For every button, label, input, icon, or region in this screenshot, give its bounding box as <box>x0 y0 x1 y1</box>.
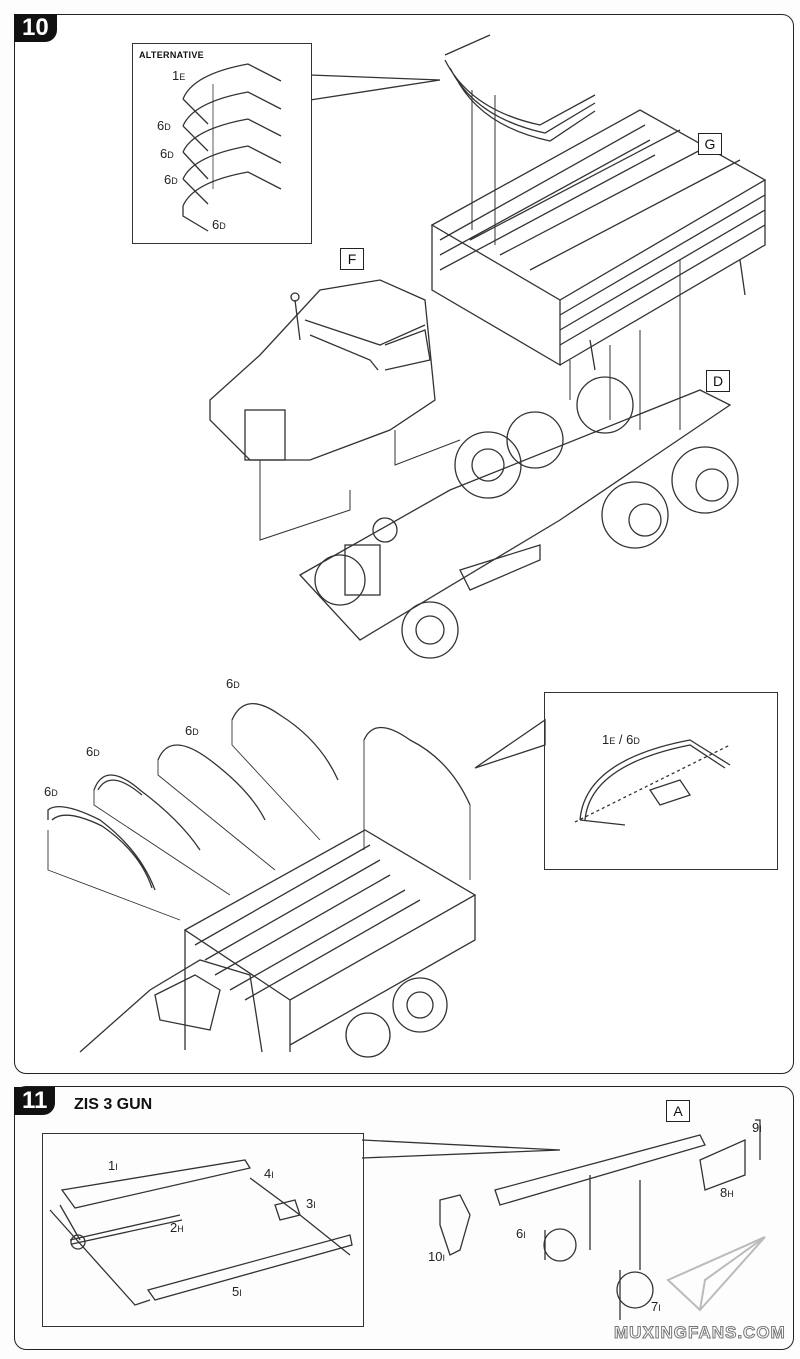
part-label-6d: 6D <box>160 146 174 163</box>
detail-label: 1E / 6D <box>602 732 640 749</box>
part-sprue: I <box>658 1303 661 1313</box>
part-number: 7 <box>651 1299 659 1314</box>
watermark: MUXINGFANS.COM <box>614 1323 786 1343</box>
step-11-panel <box>14 1086 794 1350</box>
step-10-badge: 10 <box>14 14 57 42</box>
paper-plane-watermark-icon <box>666 1236 766 1312</box>
callout-line <box>474 718 546 769</box>
part-number: 6 <box>44 784 52 799</box>
part-label-7i: 7I <box>651 1299 661 1316</box>
part-number: 4 <box>264 1166 272 1181</box>
separator: / <box>615 732 627 747</box>
gun-main-drawing <box>439 1119 761 1320</box>
part-number: 1 <box>108 1158 116 1173</box>
part-label-6d: 6D <box>226 676 240 693</box>
part-label-6d: 6D <box>164 172 178 189</box>
part-number: 6 <box>626 732 634 747</box>
part-label-3i: 3I <box>306 1196 316 1213</box>
part-sprue: D <box>51 788 58 798</box>
part-number: 6 <box>86 744 94 759</box>
part-sprue: D <box>167 150 174 160</box>
callout-line <box>361 1139 561 1159</box>
part-sprue: I <box>271 1170 274 1180</box>
part-label-6i: 6I <box>516 1226 526 1243</box>
part-number: 6 <box>516 1226 524 1241</box>
part-number: 1 <box>602 732 610 747</box>
part-label-6d: 6D <box>157 118 171 135</box>
part-number: 1 <box>172 68 180 83</box>
part-number: 6 <box>160 146 168 161</box>
part-sprue: D <box>219 221 226 231</box>
part-label-6d: 6D <box>212 217 226 234</box>
gun-subassembly-drawing <box>49 1159 353 1306</box>
part-sprue: H <box>727 1189 734 1199</box>
part-number: 6 <box>157 118 165 133</box>
step-11-badge: 11 <box>14 1087 56 1115</box>
part-label-10i: 10I <box>428 1249 445 1266</box>
alternative-heading: Alternative <box>139 50 204 60</box>
part-sprue: I <box>442 1253 445 1263</box>
part-label-6d: 6D <box>44 784 58 801</box>
part-number: 8 <box>720 1185 728 1200</box>
part-sprue: D <box>93 748 100 758</box>
part-number: 3 <box>306 1196 314 1211</box>
part-label-5i: 5I <box>232 1284 242 1301</box>
part-label-6d: 6D <box>185 723 199 740</box>
part-number: 2 <box>170 1220 178 1235</box>
alternative-inset: Alternative <box>132 43 312 244</box>
cargo-bed-g-drawing <box>430 109 767 371</box>
part-sprue: D <box>171 176 178 186</box>
guide-lines <box>259 430 461 541</box>
part-sprue: I <box>759 1124 762 1134</box>
part-number: 6 <box>164 172 172 187</box>
assembled-truck-drawing <box>79 829 477 1058</box>
part-sprue: I <box>239 1288 242 1298</box>
part-number: 6 <box>185 723 193 738</box>
assembly-label-d: D <box>706 370 730 392</box>
part-sprue: I <box>115 1162 118 1172</box>
guide-lines <box>471 90 681 430</box>
part-sprue: E <box>609 736 616 746</box>
part-label-9i: 9I <box>752 1120 762 1137</box>
part-sprue: I <box>313 1200 316 1210</box>
bow-bundle-drawing <box>444 34 596 142</box>
part-label-1e: 1E <box>172 68 185 85</box>
part-number: 6 <box>226 676 234 691</box>
assembly-label-f: F <box>340 248 364 270</box>
part-number: 9 <box>752 1120 760 1135</box>
part-sprue: D <box>164 122 171 132</box>
callout-line <box>309 74 441 101</box>
part-sprue: D <box>233 680 240 690</box>
alternative-bows-drawing <box>182 63 282 232</box>
assembly-label-a: A <box>666 1100 690 1122</box>
part-number: 5 <box>232 1284 240 1299</box>
cab-f-drawing <box>209 279 436 461</box>
part-label-4i: 4I <box>264 1166 274 1183</box>
part-sprue: D <box>633 736 640 746</box>
part-label-8h: 8H <box>720 1185 734 1202</box>
part-sprue: I <box>523 1230 526 1240</box>
part-label-6d: 6D <box>86 744 100 761</box>
step-11-title: ZIS 3 GUN <box>74 1096 153 1113</box>
part-label-2h: 2H <box>170 1220 184 1237</box>
part-sprue: D <box>192 727 199 737</box>
assembly-label-g: G <box>698 133 722 155</box>
part-sprue: H <box>177 1224 184 1234</box>
part-sprue: E <box>179 72 186 82</box>
gun-inset <box>42 1133 364 1327</box>
bow-detail-inset <box>544 692 778 870</box>
chassis-d-drawing <box>298 376 739 659</box>
part-number: 6 <box>212 217 220 232</box>
roof-bows-drawing <box>47 702 471 921</box>
part-label-1i: 1I <box>108 1158 118 1175</box>
bow-detail-drawing <box>574 739 731 826</box>
part-number: 10 <box>428 1249 443 1264</box>
